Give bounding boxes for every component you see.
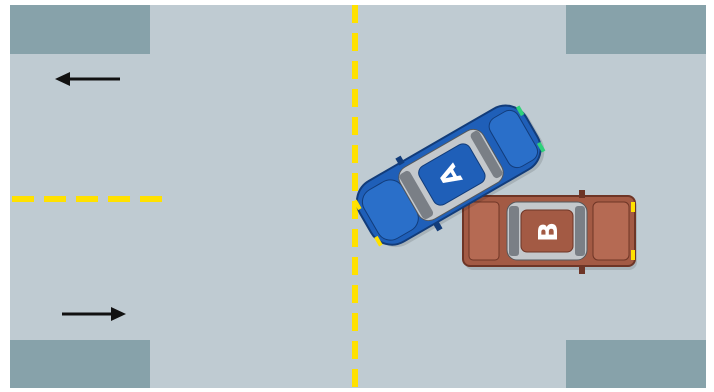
car-b-mirror-bottom xyxy=(579,266,585,274)
corner-block-top-left xyxy=(10,5,150,54)
car-b-rear-window xyxy=(509,206,519,256)
car-b-windshield xyxy=(575,206,585,256)
car-b-headlight-top xyxy=(631,202,635,212)
corner-block-bottom-left xyxy=(10,340,150,388)
car-b-trunk xyxy=(469,202,499,260)
corner-block-top-right xyxy=(566,5,706,54)
corner-block-bottom-right xyxy=(566,340,706,388)
car-b-label: B xyxy=(534,222,564,242)
car-b-headlight-bottom xyxy=(631,250,635,260)
car-b-hood xyxy=(593,202,629,260)
car-b: B xyxy=(463,190,637,274)
car-b-mirror-top xyxy=(579,190,585,198)
